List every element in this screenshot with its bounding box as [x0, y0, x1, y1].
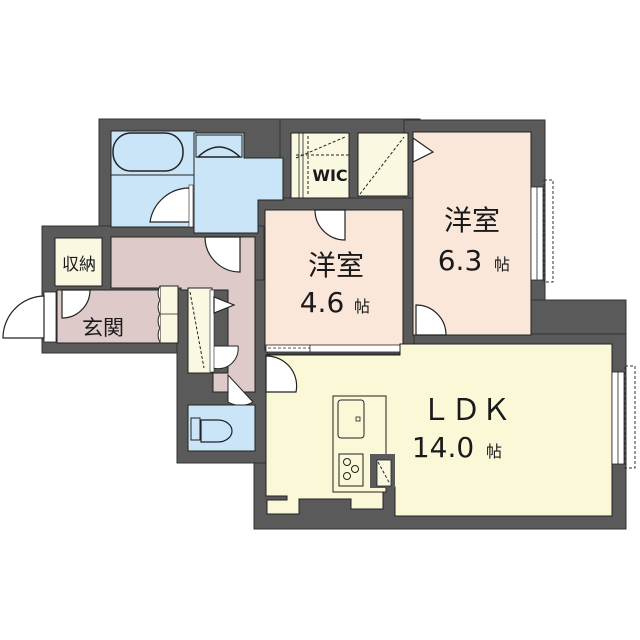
window-bedroom — [543, 179, 554, 283]
bedroom-4-6-name: 洋室 — [308, 249, 364, 282]
storage — [54, 237, 103, 287]
ldk-size: 14.0 — [412, 431, 474, 464]
bedroom-6-3-name: 洋室 — [444, 204, 500, 237]
ldk — [265, 343, 613, 517]
entrance-label: 玄関 — [82, 316, 124, 340]
hallway — [110, 236, 256, 393]
storage-label: 収納 — [62, 255, 96, 275]
bathtub-icon — [112, 132, 184, 172]
bedroom-6-3 — [412, 131, 532, 336]
bedroom-4-6-size: 4.6 — [300, 286, 345, 319]
front-door-swing — [2, 295, 45, 339]
shoe-closet — [159, 285, 179, 344]
closet-door-icon — [412, 136, 435, 163]
bedroom-door-swing — [415, 304, 447, 336]
window-ldk — [624, 365, 636, 469]
bedroom-6-3-unit: 帖 — [494, 255, 510, 274]
ldk-name: ＬＤＫ — [421, 393, 511, 428]
bedroom-4-6-door-swing — [314, 209, 346, 241]
wic-label: WIC — [312, 166, 347, 185]
ldk-door-swing — [265, 355, 298, 393]
wic — [290, 132, 350, 199]
sink-icon — [337, 399, 365, 439]
toilet-icon — [200, 419, 233, 443]
bedroom-6-3-size: 6.3 — [438, 244, 483, 277]
bedroom-4-6-unit: 帖 — [354, 297, 370, 316]
washroom — [193, 132, 284, 234]
washroom-door-swing — [204, 236, 241, 273]
hall-closet — [187, 287, 213, 374]
ldk-unit: 帖 — [486, 442, 502, 461]
bath-door-swing — [149, 187, 191, 223]
storage-door-swing — [61, 289, 91, 319]
stove-icon — [338, 453, 364, 487]
closet-door-swing — [212, 345, 239, 370]
